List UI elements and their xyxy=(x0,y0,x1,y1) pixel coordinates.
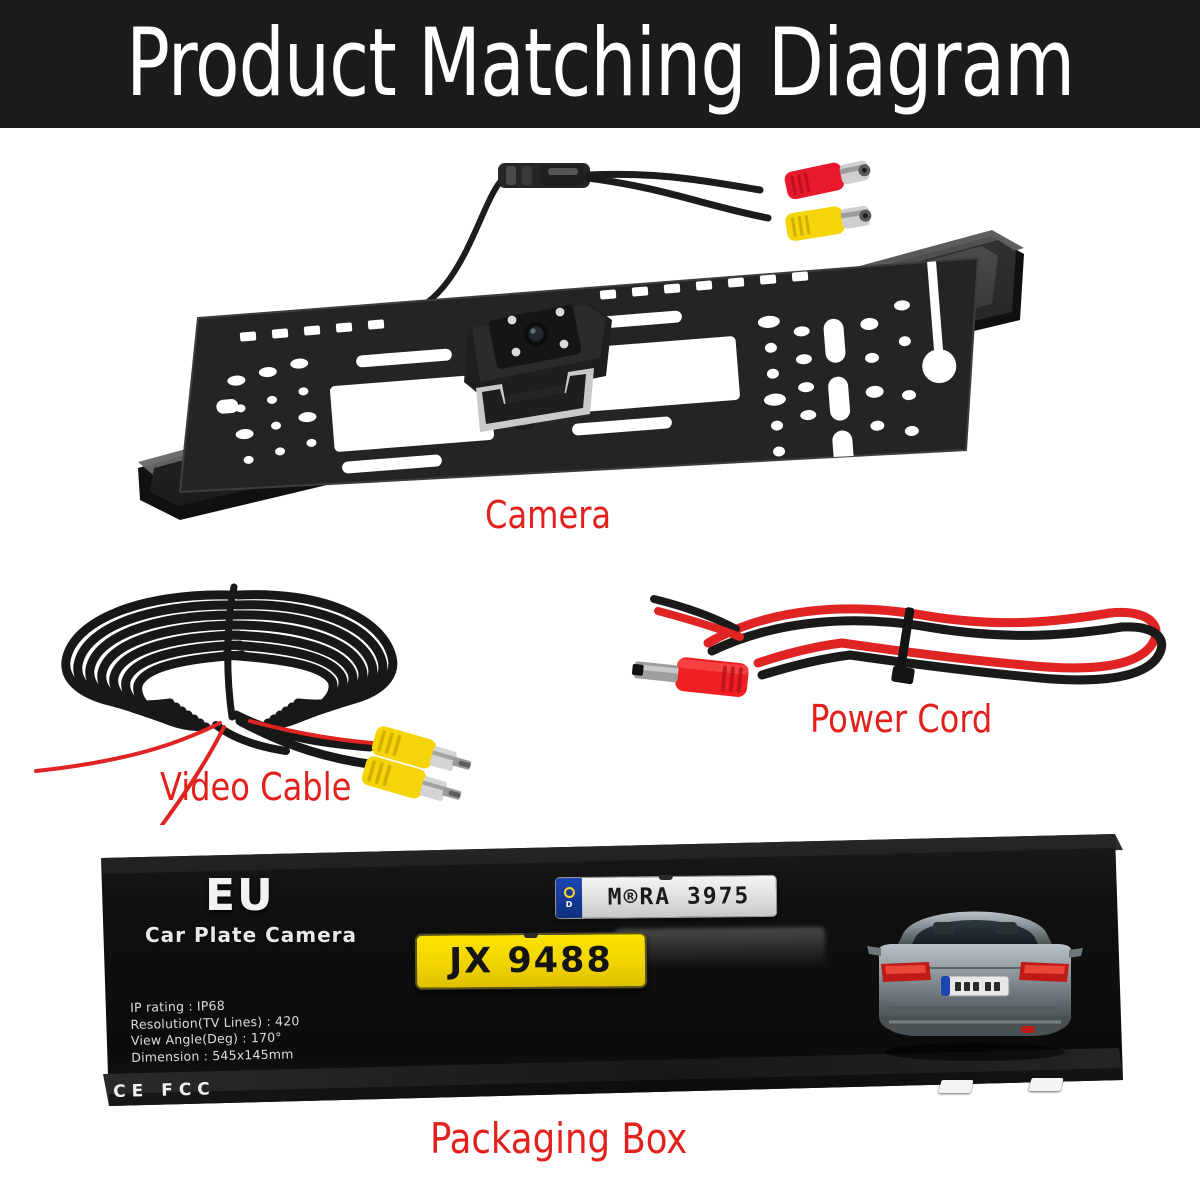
camera-cable-graphic xyxy=(287,160,872,433)
camera-module xyxy=(464,304,612,432)
plate-frame-graphic xyxy=(138,230,1024,520)
rca-plug-yellow-lower-icon xyxy=(361,756,462,801)
camera-section: Camera xyxy=(0,130,1200,550)
video-cable-caption: Video Cable xyxy=(160,765,352,809)
camera-caption: Camera xyxy=(485,493,612,537)
power-cord-caption: Power Cord xyxy=(810,697,993,741)
page-title-banner: Product Matching Diagram xyxy=(0,0,1200,128)
packaging-box-section: EU Car Plate Camera IP rating : IP68 Res… xyxy=(85,828,1135,1163)
barrel-connector-icon xyxy=(498,163,590,188)
power-cord-graphic xyxy=(631,595,1167,697)
dc-barrel-plug-icon xyxy=(631,657,749,697)
rca-connector-red-icon xyxy=(784,160,871,200)
power-cord-section: Power Cord xyxy=(610,585,1170,765)
license-plate-frame xyxy=(120,200,1040,530)
packaging-box-graphic xyxy=(101,834,1123,1106)
video-cable-section: Video Cable xyxy=(20,575,600,825)
page-title: Product Matching Diagram xyxy=(125,9,1075,118)
video-cable-graphic xyxy=(34,583,472,825)
packaging-box-caption: Packaging Box xyxy=(430,1114,688,1163)
cable-tie-icon xyxy=(891,607,915,685)
rca-plug-yellow-upper-icon xyxy=(371,726,472,771)
rca-connector-yellow-icon xyxy=(785,205,872,241)
